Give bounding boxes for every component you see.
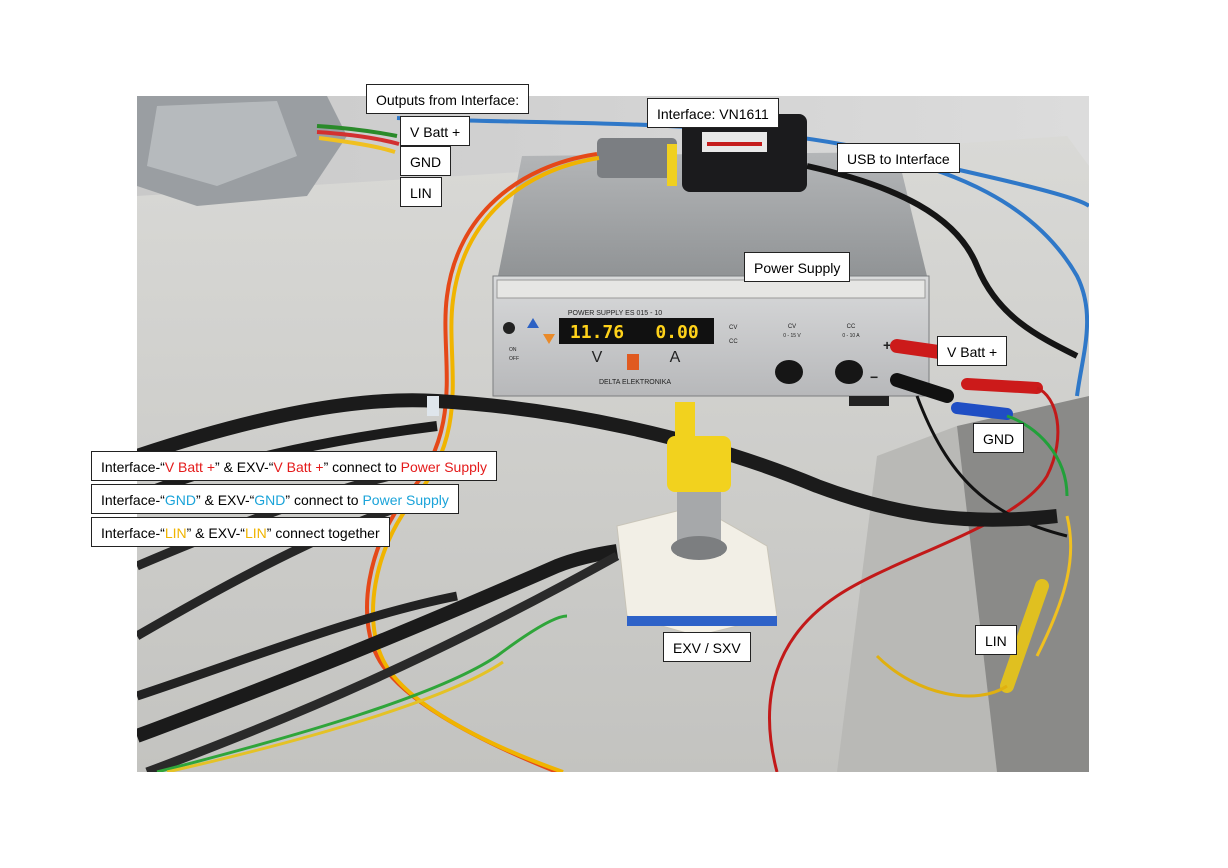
interface-label: Interface: VN1611 (647, 98, 779, 128)
exv-label: EXV / SXV (663, 632, 751, 662)
brand-logo (627, 354, 639, 370)
instr1-target: Power Supply (400, 459, 488, 475)
cv-knob-range: 0 - 15 V (783, 333, 801, 339)
photo-scene: POWER SUPPLY ES 015 - 10 11.76 0.00 V A … (137, 96, 1089, 772)
exv-yellow-cap (667, 436, 731, 492)
instr3-prefix: Interface-“ (101, 525, 165, 541)
instr1-mid: ” & EXV-“ (215, 459, 274, 475)
power-supply-top (497, 152, 927, 281)
instr3-tail: ” connect together (266, 525, 380, 541)
cv-indicator: CV (729, 325, 737, 331)
cv-knob-label: CV (788, 324, 796, 330)
instr2-tail: ” connect to (285, 492, 363, 508)
instruction-vbatt: Interface-“V Batt +” & EXV-“V Batt +” co… (91, 451, 498, 481)
cc-knob[interactable] (835, 360, 863, 384)
gnd-output-label: GND (400, 146, 452, 176)
lab-setup-photo: POWER SUPPLY ES 015 - 10 11.76 0.00 V A … (137, 96, 1089, 772)
instr1-sig1: V Batt + (164, 459, 216, 475)
unit-a: A (670, 349, 681, 366)
blue-banana-plug (951, 402, 1013, 420)
display-window (559, 318, 714, 344)
instr1-tail: ” connect to (323, 459, 401, 475)
instr2-sig1: GND (164, 492, 196, 508)
on-label: ON (509, 347, 517, 353)
vbatt-output-label: V Batt + (400, 116, 471, 146)
power-supply-sticker (496, 279, 926, 299)
cv-knob[interactable] (775, 360, 803, 384)
usb-label: USB to Interface (837, 143, 960, 173)
lin-right-label: LIN (975, 625, 1017, 655)
power-button[interactable] (503, 322, 515, 334)
current-display: 0.00 (655, 322, 698, 343)
instr1-prefix: Interface-“ (101, 459, 165, 475)
unit-v: V (592, 349, 603, 366)
outputs-label: Outputs from Interface: (366, 84, 530, 114)
instruction-gnd: Interface-“GND” & EXV-“GND” connect to P… (91, 484, 459, 514)
instr2-mid: ” & EXV-“ (195, 492, 255, 508)
db9-connector (597, 138, 677, 178)
instr2-prefix: Interface-“ (101, 492, 165, 508)
lin-output-label: LIN (400, 177, 442, 207)
voltage-display: 11.76 (570, 322, 624, 343)
power-supply-label: Power Supply (744, 252, 851, 282)
cc-knob-label: CC (847, 324, 856, 330)
instr2-target: Power Supply (362, 492, 449, 508)
braided-cable (137, 393, 1058, 527)
yellow-clip (1000, 579, 1049, 693)
black-banana-plug (890, 373, 954, 403)
minus-terminal-label: − (870, 369, 878, 385)
vbatt-ps-label: V Batt + (937, 336, 1008, 366)
panel-title: POWER SUPPLY ES 015 - 10 (568, 310, 662, 317)
instr3-sig1: LIN (164, 525, 187, 541)
instr3-sig2: LIN (244, 525, 267, 541)
up-arrow-icon[interactable] (527, 318, 539, 328)
off-label: OFF (509, 356, 519, 362)
bag-highlight (147, 101, 297, 186)
down-arrow-icon[interactable] (543, 334, 555, 344)
instruction-lin: Interface-“LIN” & EXV-“LIN” connect toge… (91, 517, 390, 547)
instr2-sig2: GND (254, 492, 286, 508)
brand-label: DELTA ELEKTRONIKA (599, 379, 671, 386)
cc-knob-range: 0 - 10 A (842, 333, 860, 339)
gnd-ps-label: GND (973, 423, 1025, 453)
instr3-mid: ” & EXV-“ (186, 525, 245, 541)
instr1-sig2: V Batt + (273, 459, 324, 475)
cc-indicator: CC (729, 339, 738, 345)
plus-terminal-label: + (883, 337, 891, 353)
